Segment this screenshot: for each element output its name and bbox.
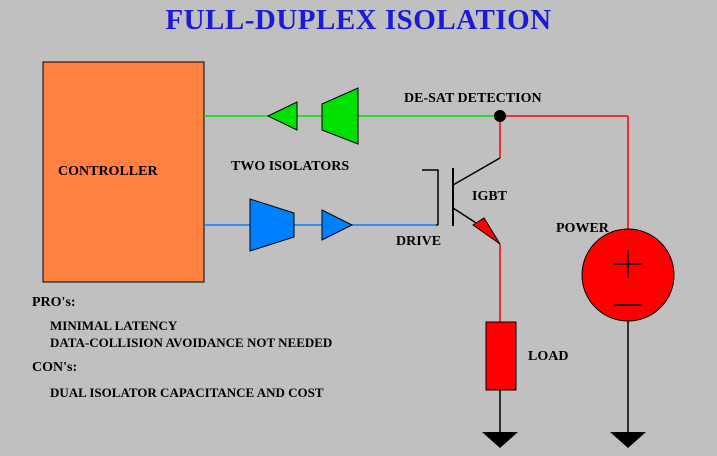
desat-label: DE-SAT DETECTION xyxy=(404,91,542,106)
power-label: POWER xyxy=(556,221,609,236)
drive-label: DRIVE xyxy=(396,234,442,249)
cons-heading: CON's: xyxy=(32,360,78,375)
cons-item-1: DUAL ISOLATOR CAPACITANCE AND COST xyxy=(50,385,324,400)
power-ground-icon xyxy=(610,432,646,448)
page-title: FULL-DUPLEX ISOLATION xyxy=(165,4,552,36)
igbt-symbol xyxy=(422,157,501,245)
drive-isolator-small xyxy=(321,209,354,241)
desat-junction-dot xyxy=(494,110,506,122)
igbt-label: IGBT xyxy=(472,189,508,204)
desat-isolator-small xyxy=(266,101,298,131)
load-label: LOAD xyxy=(528,349,569,364)
pros-heading: PRO's: xyxy=(32,295,76,310)
load-ground-icon xyxy=(482,432,518,448)
load-resistor xyxy=(485,321,517,391)
desat-isolator-large xyxy=(321,87,359,145)
controller-label: CONTROLLER xyxy=(58,164,158,179)
drive-isolator-large xyxy=(249,198,295,252)
pros-item-1: MINIMAL LATENCY xyxy=(50,318,178,333)
two-isolators-label: TWO ISOLATORS xyxy=(231,159,350,174)
pros-item-2: DATA-COLLISION AVOIDANCE NOT NEEDED xyxy=(50,335,333,350)
controller-block xyxy=(42,61,205,283)
